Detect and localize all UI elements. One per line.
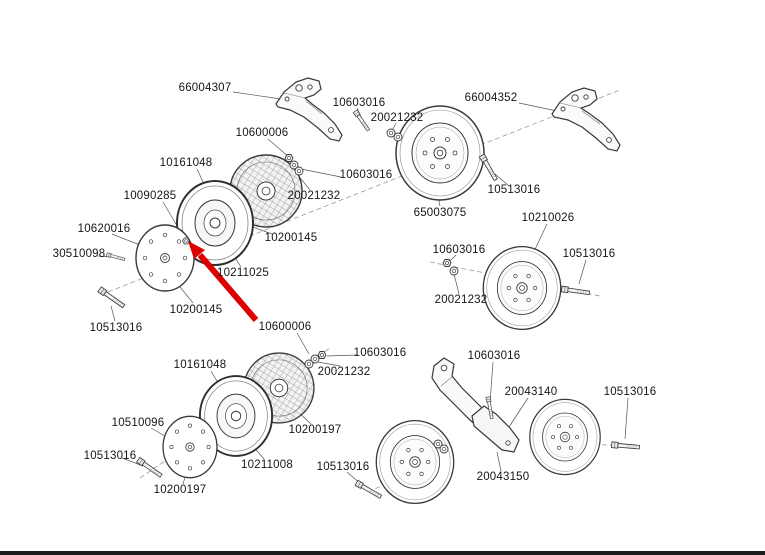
hex-bolt-10513016-left bbox=[97, 286, 126, 310]
washer-bottom-right-b bbox=[439, 444, 449, 454]
washer-20021232-top-b bbox=[393, 132, 403, 142]
gauge-wheel-bottom-left bbox=[375, 419, 455, 505]
mount-bracket-left bbox=[275, 77, 343, 142]
hex-bolt-10513016-bottom-left bbox=[136, 456, 164, 479]
nut-10090285 bbox=[182, 237, 190, 245]
leader-lines bbox=[97, 91, 629, 487]
mount-bracket-right bbox=[551, 87, 621, 152]
cover-disc-top bbox=[135, 224, 195, 292]
hex-bolt-10513016-bottom-right bbox=[610, 441, 641, 451]
washer-20021232-mid bbox=[294, 166, 304, 176]
wheel-arm bbox=[471, 405, 520, 453]
image-bottom-edge bbox=[0, 551, 765, 555]
red-callout-arrow bbox=[188, 241, 259, 322]
gauge-wheel-10210026 bbox=[482, 245, 562, 331]
nut-10603016-mid bbox=[442, 259, 452, 267]
hex-bolt-10513016-mid bbox=[560, 285, 591, 297]
set-bolt-30510098 bbox=[105, 252, 126, 262]
nut-10603016-bottom bbox=[317, 351, 327, 359]
gauge-wheel-65003075 bbox=[395, 105, 485, 201]
nut-10600006-top bbox=[284, 154, 294, 162]
gauge-wheel-bottom-right bbox=[529, 398, 601, 476]
hex-bolt-10603016-top bbox=[352, 109, 371, 132]
washer-20021232-bottom bbox=[304, 359, 314, 369]
washer-20021232-right bbox=[449, 266, 459, 276]
hex-bolt-10513016-bottom bbox=[354, 479, 383, 500]
cover-disc-bottom bbox=[162, 415, 218, 479]
